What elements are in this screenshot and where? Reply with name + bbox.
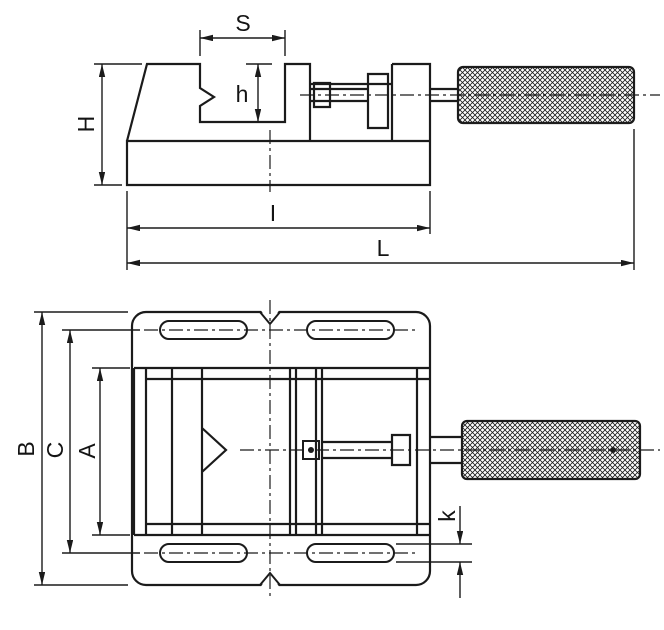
side-view: S h H I L [73,10,660,270]
dim-label-L: L [377,235,390,261]
plan-view-body-outline [132,366,462,537]
dimension-A: A [74,367,130,536]
dimension-H: H [73,63,142,186]
dim-label-B: B [13,441,39,456]
plan-view: B C A k [13,300,660,598]
dim-label-C: C [42,442,68,459]
dim-label-S: S [235,10,250,36]
extension-lines-B [34,311,128,586]
dimension-B: B [13,311,128,586]
dimension-S: S [199,10,286,56]
top-notch-mask [260,309,280,324]
dim-label-k: k [434,510,460,522]
plan-view-base-plate [130,310,432,587]
dim-label-H: H [73,116,99,133]
bottom-notch [259,571,281,586]
extension-lines-H [94,63,142,186]
extension-lines-C [62,329,140,554]
dimension-C: C [42,329,140,554]
top-notch [259,311,281,326]
handle-cross-hole-dot [610,447,616,453]
dimension-k: k [396,506,472,598]
dim-label-A: A [74,443,100,459]
dim-label-I: I [270,200,276,226]
dimension-L: L [127,129,635,270]
dim-label-h: h [236,81,249,107]
extension-lines-S [199,30,286,56]
side-view-body-outline [125,62,458,187]
dimension-I: I [126,191,431,270]
dimension-h: h [236,63,272,122]
